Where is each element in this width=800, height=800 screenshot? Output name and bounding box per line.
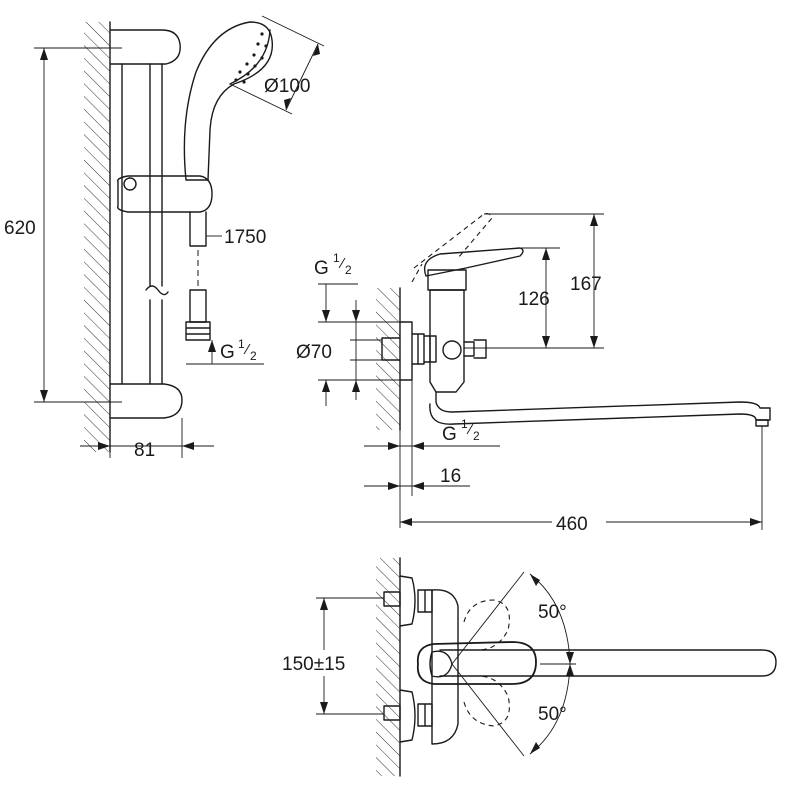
lower-escutcheon [399, 689, 416, 743]
spout-top [439, 649, 777, 677]
lever-ghost-upper [463, 599, 510, 651]
svg-text:2: 2 [473, 429, 480, 443]
hose-connector [189, 289, 207, 323]
lower-inlet [383, 705, 401, 721]
wall-hatching-left [84, 22, 110, 452]
shower-rail-view: Ø100 620 1750 G 1 2 81 [4, 15, 325, 461]
lower-coupling [417, 703, 433, 727]
shower-rail [121, 63, 163, 385]
mixer-lever [423, 247, 524, 277]
upper-escutcheon [399, 575, 416, 627]
mixer-cartridge [427, 269, 467, 291]
bottom-bracket [109, 383, 183, 419]
top-bracket [109, 29, 181, 65]
wall-offset-label: 16 [440, 466, 461, 487]
diameter-dim-line [285, 43, 319, 111]
rail-break [145, 285, 169, 296]
mixer-body-top [431, 589, 459, 745]
svg-text:G: G [442, 424, 457, 445]
hose-thread-label: G 1 2 [220, 337, 257, 363]
shower-nozzles [234, 32, 268, 84]
swivel-upper-label: 50° [538, 602, 567, 623]
slider-knob [123, 177, 137, 191]
svg-text:2: 2 [250, 349, 257, 363]
mixer-top-view: 50° 50° 150±15 [280, 557, 777, 777]
lever-ghost-lower [463, 675, 510, 727]
outlet-thread-label: G 1 2 [442, 417, 480, 445]
wall-hatching-mid [376, 288, 400, 430]
inlet-thread-label: G 1 2 [314, 251, 352, 279]
lever-raised-outline [413, 212, 493, 269]
svg-text:G: G [314, 258, 329, 279]
wall-hatching-bottom [376, 558, 400, 776]
eccentric-nut [411, 333, 425, 365]
lever-top [416, 641, 537, 685]
hand-shower [183, 21, 274, 181]
side-outlet [463, 339, 487, 359]
svg-text:1: 1 [333, 251, 340, 265]
svg-text:2: 2 [345, 263, 352, 277]
height-167-label: 167 [570, 274, 602, 295]
hose-length-label: 1750 [224, 227, 266, 248]
hose-nut [185, 321, 211, 341]
rail-depth-label: 81 [134, 440, 155, 461]
shower-hose [189, 211, 207, 247]
svg-text:G: G [220, 342, 235, 363]
aerator [755, 419, 769, 427]
svg-text:1: 1 [238, 337, 245, 351]
swivel-lower-label: 50° [538, 704, 567, 725]
diverter-knob [442, 340, 462, 360]
inlet-pipe [381, 337, 401, 361]
mixer-body [429, 289, 465, 393]
escutcheon [399, 321, 413, 381]
upper-coupling [417, 589, 433, 613]
svg-text:1: 1 [461, 417, 468, 431]
upper-inlet [383, 591, 401, 607]
hand-shower-diameter-label: Ø100 [264, 76, 310, 97]
spout [429, 391, 771, 425]
height-126-label: 126 [518, 289, 550, 310]
lever-cap [429, 650, 453, 678]
mixer-side-view: G 1 2 Ø70 126 167 G [296, 212, 771, 535]
center-distance-label: 150±15 [282, 654, 345, 675]
rail-slider [117, 175, 213, 213]
rail-height-label: 620 [4, 218, 36, 239]
spout-reach-label: 460 [556, 514, 588, 535]
escutcheon-diameter-label: Ø70 [296, 342, 332, 363]
